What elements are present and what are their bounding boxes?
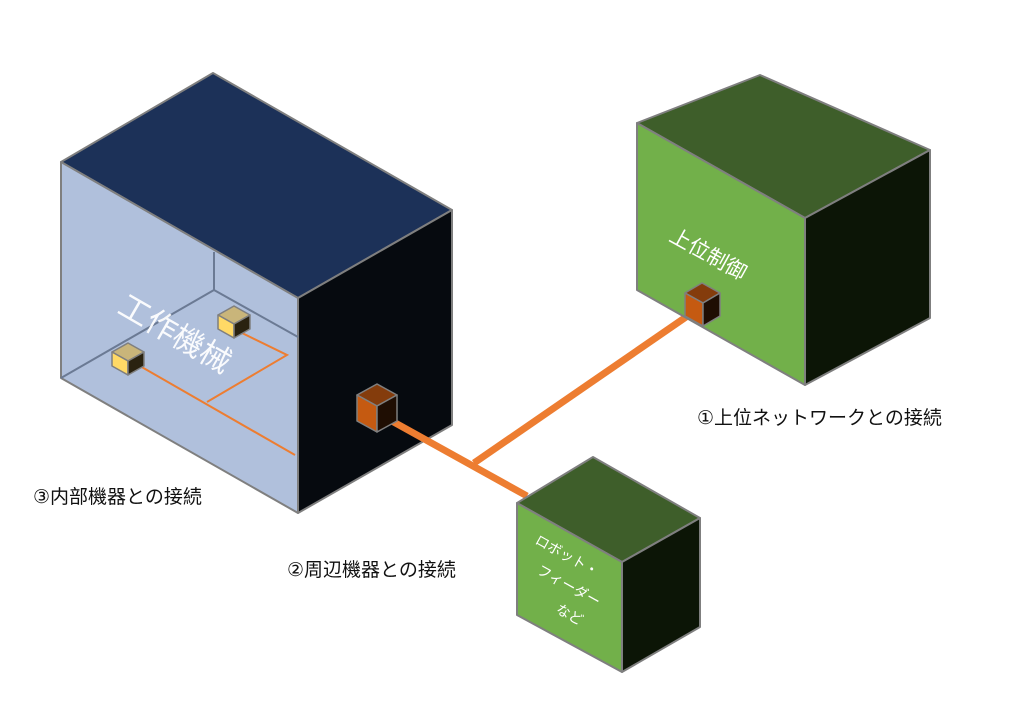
machine-connector bbox=[356, 383, 398, 433]
internal-wiring bbox=[132, 331, 296, 456]
internal-device-1 bbox=[217, 305, 251, 339]
upper-right-face bbox=[804, 149, 931, 386]
machine-right-face bbox=[297, 209, 453, 514]
machine-tool-box: 工作機械 bbox=[60, 72, 453, 514]
upper-control-box: 上位制御 bbox=[636, 74, 931, 386]
robot-feeder-box: ロボット・ フィーダー など bbox=[516, 456, 701, 673]
robot-right-face bbox=[621, 517, 701, 673]
peripheral-connection-label: ②周辺機器との接続 bbox=[287, 559, 456, 581]
internal-device-2 bbox=[111, 342, 145, 376]
upper-connector bbox=[684, 282, 721, 327]
internal-connection-label: ③内部機器との接続 bbox=[33, 486, 202, 508]
machine-interior-lines bbox=[60, 252, 299, 379]
network-connection-label: ①上位ネットワークとの接続 bbox=[697, 407, 942, 429]
network-cable bbox=[388, 303, 704, 500]
